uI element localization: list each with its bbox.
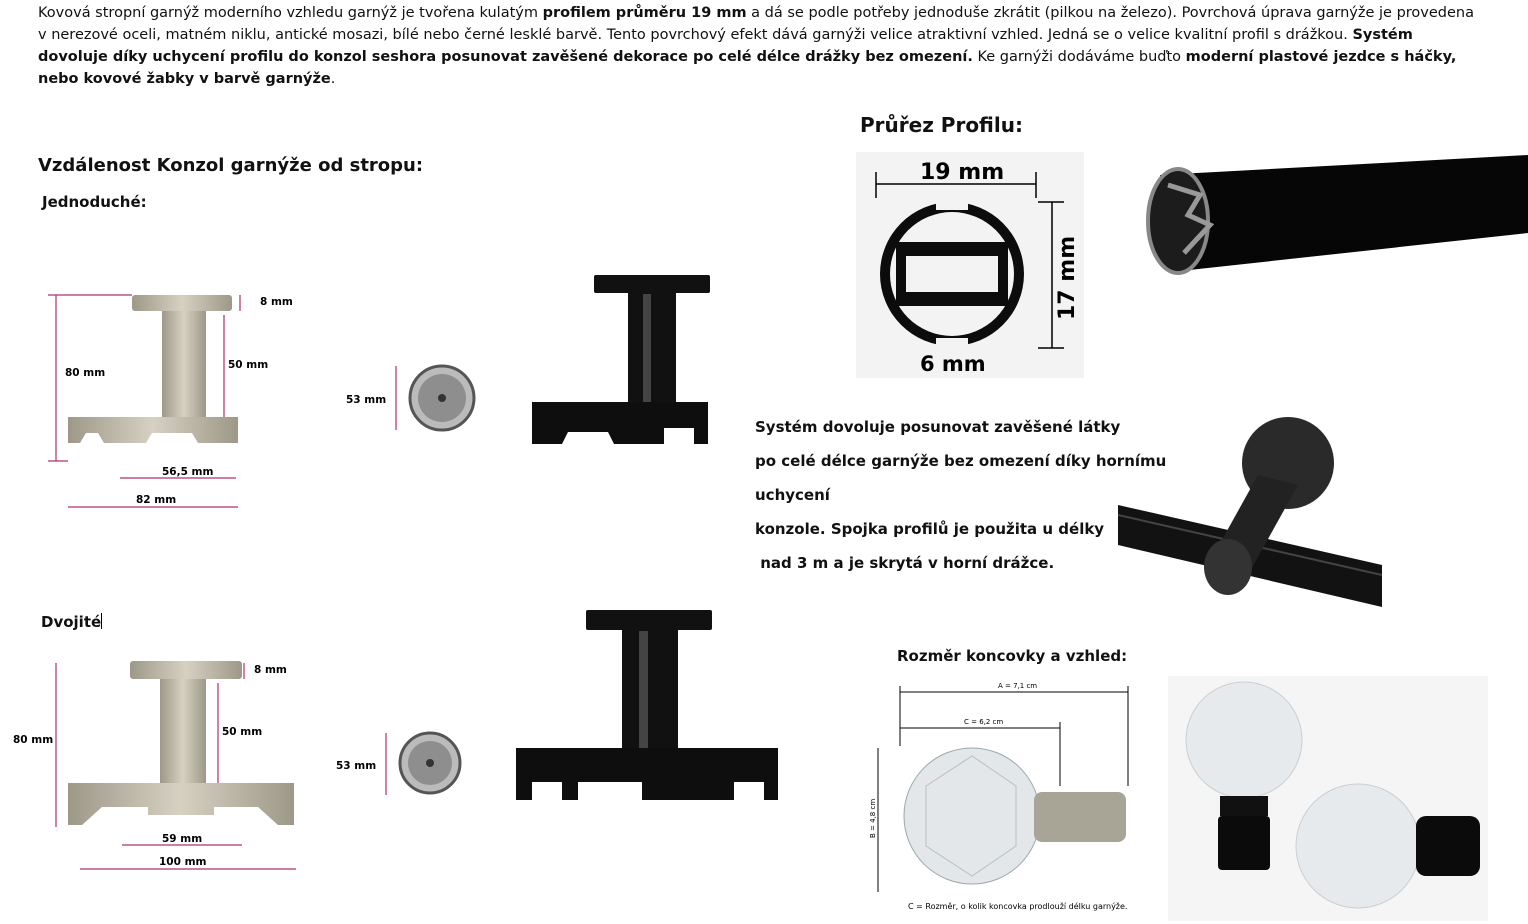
- single-bracket-nickel-diagram: 80 mm 50 mm 8 mm 56,5 mm 82 mm: [48, 294, 293, 508]
- profile-cross-section-heading: Průřez Profilu:: [860, 113, 1023, 137]
- black-rail-photo: [1146, 155, 1528, 275]
- crystal-finial-photo: [1168, 676, 1488, 921]
- profile-height-dim: 17 mm: [1055, 236, 1080, 320]
- bracket-distance-heading: Vzdálenost Konzol garnýže od stropu:: [38, 155, 424, 176]
- text-cursor: [101, 613, 103, 629]
- double-plate-dim: 53 mm: [336, 760, 376, 772]
- intro-paragraph: Kovová stropní garnýž moderního vzhledu …: [38, 5, 1475, 87]
- double-bracket-label[interactable]: Dvojité: [41, 613, 103, 631]
- profile-width-dim: 19 mm: [920, 160, 1004, 185]
- profile-slot-dim: 6 mm: [920, 352, 986, 376]
- profile-cross-section-diagram: 19 mm 6 mm 17 mm: [856, 152, 1084, 378]
- finial-b-dim: B = 4,8 cm: [869, 799, 877, 838]
- single-bracket-black-photo: [532, 275, 710, 444]
- single-top-dim: 8 mm: [260, 296, 293, 308]
- double-bracket-nickel-diagram: 80 mm 50 mm 8 mm 59 mm 100 mm: [13, 661, 296, 870]
- finial-note: C = Rozměr, o kolik koncovka prodlouží d…: [908, 901, 1127, 911]
- single-height-dim: 80 mm: [65, 367, 105, 379]
- single-outer-dim: 82 mm: [136, 494, 176, 506]
- double-stem-dim: 50 mm: [222, 726, 262, 738]
- single-stem-dim: 50 mm: [228, 359, 268, 371]
- single-mount-plate-diagram: 53 mm: [346, 364, 476, 432]
- finial-c-dim: C = 6,2 cm: [964, 718, 1003, 726]
- bracket-on-rail-photo: [1118, 417, 1382, 607]
- single-inner-dim: 56,5 mm: [162, 466, 214, 478]
- double-outer-dim: 100 mm: [159, 856, 207, 868]
- double-top-dim: 8 mm: [254, 664, 287, 676]
- double-inner-dim: 59 mm: [162, 833, 202, 845]
- single-plate-dim: 53 mm: [346, 394, 386, 406]
- finial-a-dim: A = 7,1 cm: [998, 682, 1037, 690]
- double-mount-plate-diagram: 53 mm: [336, 731, 462, 795]
- system-description: Systém dovoluje posunovat zavěšené látky…: [755, 418, 1167, 572]
- double-height-dim: 80 mm: [13, 734, 53, 746]
- finial-dimension-diagram: A = 7,1 cm C = 6,2 cm B = 4,8 cm C = Roz…: [869, 682, 1129, 911]
- double-bracket-black-photo: [516, 610, 778, 800]
- finial-heading: Rozměr koncovky a vzhled:: [897, 647, 1128, 665]
- single-bracket-label: Jednoduché:: [42, 193, 147, 211]
